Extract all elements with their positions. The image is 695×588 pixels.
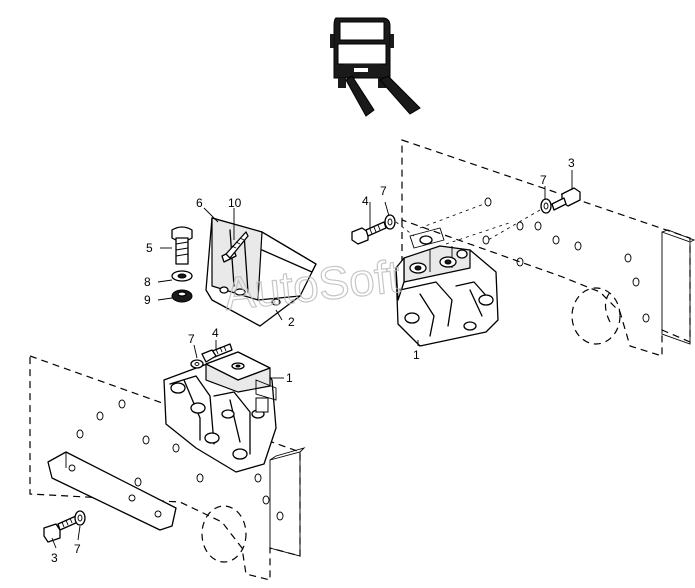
callout-6: 6 — [196, 196, 203, 210]
callout-8: 8 — [144, 275, 151, 289]
callout-3-top: 3 — [568, 156, 575, 170]
bolt-3-bottom — [43, 515, 79, 543]
callout-7-bottom: 7 — [74, 542, 81, 556]
callout-1-left: 1 — [286, 371, 293, 385]
callout-7-top: 7 — [540, 173, 547, 187]
callout-4-right: 4 — [362, 194, 369, 208]
washer-7-bottom — [74, 510, 86, 526]
engine-mount-right — [395, 227, 499, 347]
callout-7-left: 7 — [188, 332, 195, 346]
callout-9: 9 — [144, 293, 151, 307]
lower-strap-bracket — [47, 451, 177, 531]
frame-holes-right — [482, 197, 650, 323]
bolt-4-right — [351, 221, 387, 245]
callout-1-right: 1 — [413, 348, 420, 362]
engine-mount-left — [163, 351, 277, 473]
washer-7-top — [540, 198, 552, 214]
bolt-10 — [221, 231, 249, 263]
callout-4-left: 4 — [212, 326, 219, 340]
washer-7-right — [384, 214, 396, 230]
washer-8 — [171, 270, 193, 282]
callout-3-bottom: 3 — [51, 551, 58, 565]
callout-5: 5 — [146, 241, 153, 255]
bolt-5 — [171, 226, 193, 265]
washer-7-left — [190, 359, 204, 369]
nut-9 — [171, 289, 193, 303]
callout-10: 10 — [228, 196, 242, 210]
frame-rail-left — [29, 355, 306, 581]
callout-7-right: 7 — [380, 184, 387, 198]
frame-holes-left — [76, 399, 284, 521]
bolt-3-top — [551, 187, 581, 211]
vehicle-orientation-icon — [330, 17, 421, 117]
callout-2: 2 — [288, 315, 295, 329]
callout-leaders — [51, 170, 573, 549]
